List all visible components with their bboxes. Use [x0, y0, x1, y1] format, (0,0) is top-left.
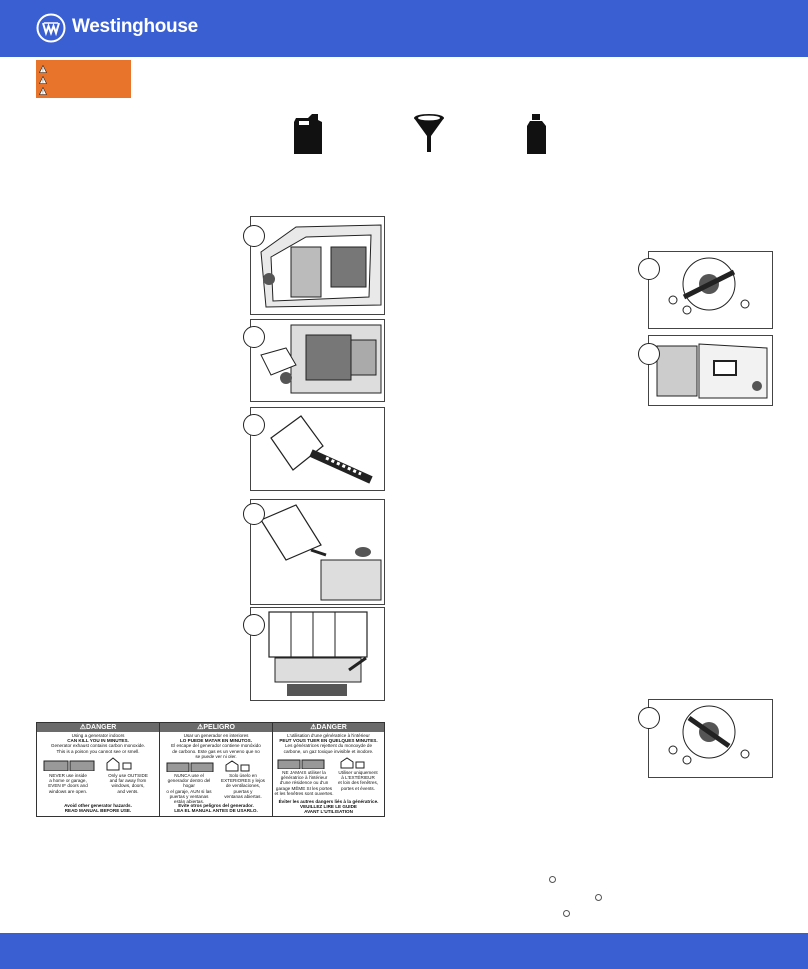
label-intro: L'utilisation d'une génératrice à l'inté… — [279, 733, 378, 754]
label-footer: Evite otros peligros del generador. LEA … — [174, 803, 258, 814]
step-callout — [638, 707, 660, 729]
label-english: ⚠DANGER Using a generator indoors CAN KI… — [37, 723, 160, 816]
svg-text:!: ! — [42, 79, 43, 84]
fig-generator-panel — [250, 216, 385, 315]
warning-box: ! ! ! — [36, 60, 131, 98]
step-callout — [243, 414, 265, 436]
label-spanish: ⚠PELIGRO Usar un generador en interiores… — [160, 723, 273, 816]
warning-triangle-icon: ! — [39, 76, 47, 84]
fig-fuel-knob-bottom — [648, 699, 773, 778]
label-never: NEVER use inside a home or garage, EVEN … — [48, 773, 88, 794]
registered-mark-icon — [595, 894, 602, 901]
fig-fuel-knob-top — [648, 251, 773, 329]
label-heading: ⚠DANGER — [273, 723, 384, 732]
step-callout — [638, 258, 660, 280]
label-only-outside: Only use OUTSIDE and far away from windo… — [108, 773, 148, 794]
label-footer: Avoid other generator hazards. READ MANU… — [64, 803, 132, 814]
label-only-outside: Solo úselo en EXTERIORES y lejos de vent… — [221, 773, 265, 799]
label-footer: Éviter les autres dangers liés à la géné… — [278, 799, 379, 815]
co-safety-label: ⚠DANGER Using a generator indoors CAN KI… — [36, 722, 385, 817]
label-only-outside: Utiliser uniquement à L'EXTÉRIEUR et loi… — [337, 770, 379, 791]
step-callout — [243, 503, 265, 525]
westinghouse-logo-icon — [36, 13, 66, 43]
warning-triangle-icon: ! — [39, 65, 47, 73]
house-outdoor-icon — [340, 757, 365, 769]
header-bar — [0, 0, 808, 57]
registered-mark-icon — [549, 876, 556, 883]
label-intro: Using a generator indoors CAN KILL YOU I… — [50, 733, 146, 754]
step-callout — [243, 326, 265, 348]
fig-recoil-handle — [648, 335, 773, 406]
house-outdoor-icon — [106, 757, 132, 771]
fig-opening-access-panel — [250, 319, 385, 402]
step-callout — [243, 225, 265, 247]
brand-name: Westinghouse — [72, 16, 198, 37]
house-garage-icon — [166, 762, 214, 772]
fig-oil-dipstick — [250, 407, 385, 491]
footer-bar — [0, 933, 808, 969]
label-never: NE JAMAIS utiliser la génératrice à l'in… — [274, 770, 334, 796]
label-heading: ⚠DANGER — [37, 723, 159, 732]
gas-can-icon — [294, 114, 322, 154]
house-garage-icon — [277, 759, 325, 769]
fig-refueling — [250, 499, 385, 605]
label-never: NUNCA use el generador dentro del hogar … — [166, 773, 212, 805]
svg-text:!: ! — [42, 90, 43, 95]
svg-text:!: ! — [42, 68, 43, 73]
label-heading: ⚠PELIGRO — [160, 723, 272, 732]
step-callout — [243, 614, 265, 636]
label-intro: Usar un generador en interiores LO PUEDE… — [171, 733, 261, 759]
house-garage-icon — [43, 760, 95, 771]
oil-bottle-icon — [527, 114, 546, 154]
warning-triangle-icon: ! — [39, 87, 47, 95]
fig-fuel-cap — [250, 607, 385, 701]
registered-mark-icon — [563, 910, 570, 917]
label-french: ⚠DANGER L'utilisation d'une génératrice … — [273, 723, 384, 816]
house-outdoor-icon — [225, 760, 250, 772]
funnel-icon — [414, 114, 444, 152]
step-callout — [638, 343, 660, 365]
